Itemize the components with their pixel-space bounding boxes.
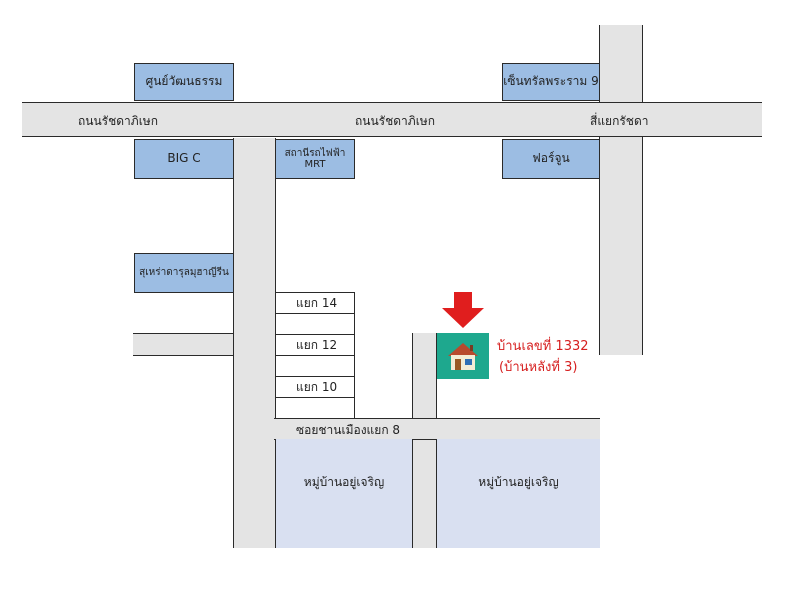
red-down-arrow-icon [442,292,484,328]
road-soi-left [133,333,233,356]
mrt-line1: สถานีรถไฟฟ้า [284,147,346,159]
soi-12: แยก 12 [275,334,355,356]
soi-10-lane [275,397,355,419]
soi-12-lane [275,355,355,377]
village-right: หมู่บ้านอยู่เจริญ [437,439,600,548]
label-soi-8: ซอยชานเมืองแยก 8 [296,423,401,437]
village-left: หมู่บ้านอยู่เจริญ [276,439,412,548]
soi-10: แยก 10 [275,376,355,398]
road-left-vertical [233,138,276,548]
label-road-center: ถนนรัชดาภิเษก [355,114,435,128]
soi-14: แยก 14 [275,292,355,314]
road-ratchadaphisek [22,102,762,137]
landmark-cultural-center: ศูนย์วัฒนธรรม [134,63,234,101]
destination-note: (บ้านหลังที่ 3) [499,360,578,375]
landmark-big-c: BIG C [134,139,234,179]
road-middle-vertical [412,333,437,548]
soi-14-lane [275,313,355,335]
landmark-fortune: ฟอร์จูน [502,139,600,179]
landmark-mrt-station: สถานีรถไฟฟ้า MRT [275,139,355,179]
label-intersection: สี่แยกรัชดา [590,114,649,128]
destination-address: บ้านเลขที่ 1332 [497,339,589,354]
landmark-mosque: สุเหร่าดารุลมุฮาญีรีน [134,253,234,293]
landmark-central-rama9: เซ็นทรัลพระราม 9 [502,63,600,101]
mrt-line2: MRT [304,159,326,170]
house-icon [448,343,478,370]
destination-tile [437,333,489,379]
label-road-left: ถนนรัชดาภิเษก [78,114,158,128]
road-right-vertical [599,25,643,355]
